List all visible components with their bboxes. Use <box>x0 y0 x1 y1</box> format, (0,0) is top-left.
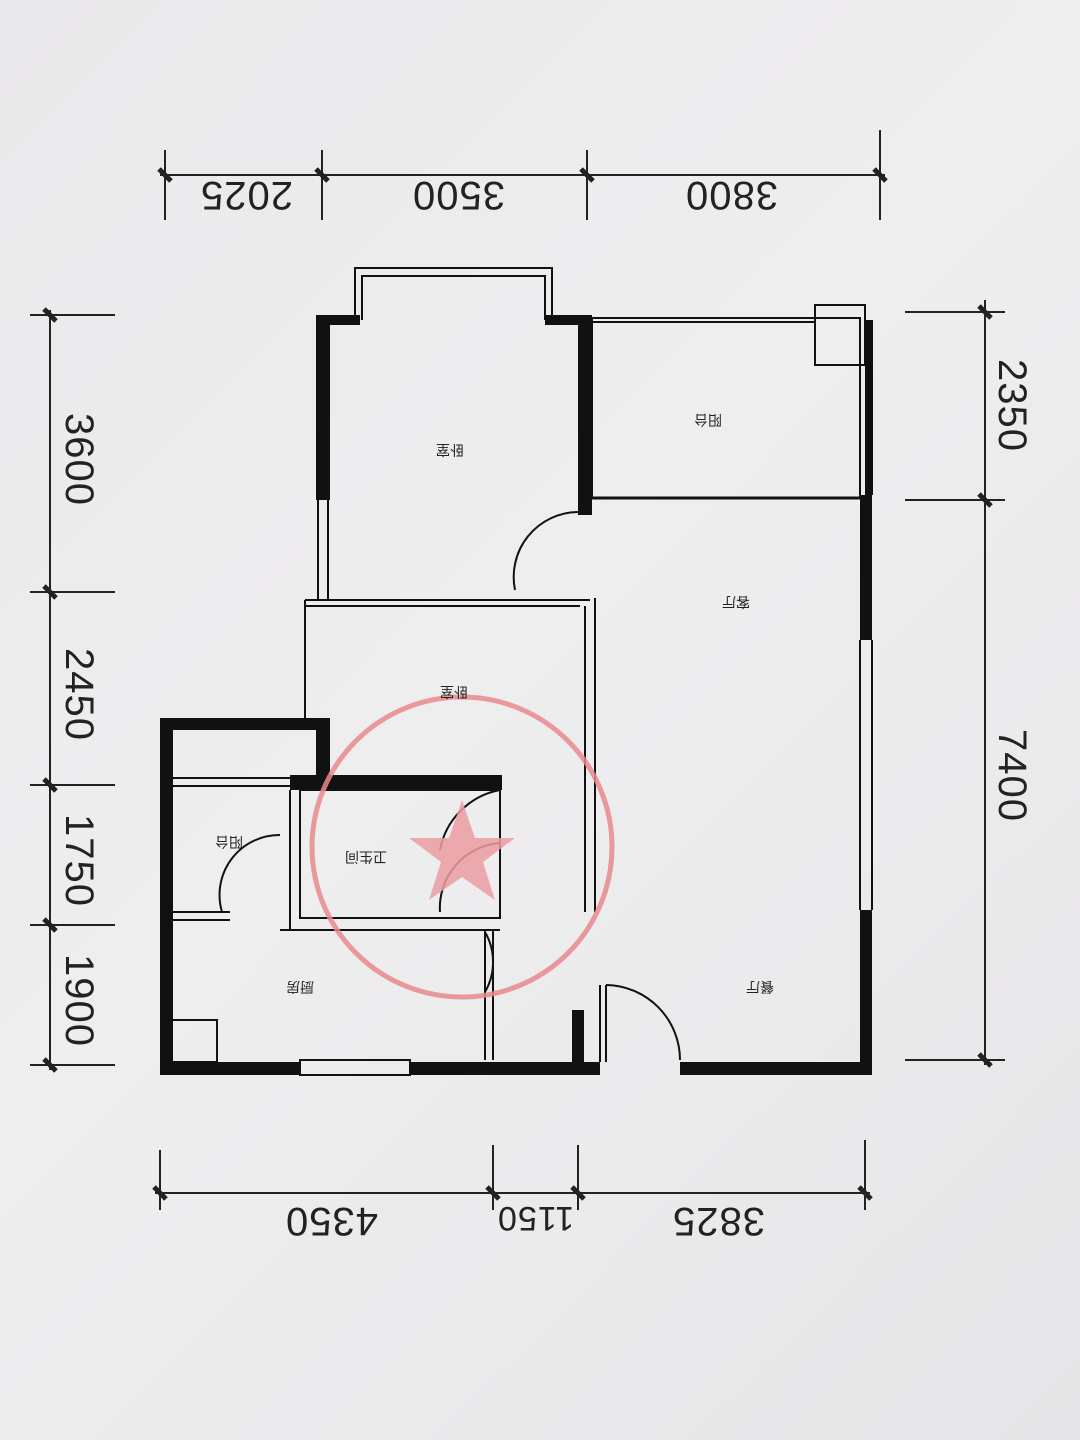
room-label-bedroom-main: 卧室 <box>436 441 464 457</box>
dimension-lines <box>30 130 1005 1210</box>
room-label-kitchen: 厨房 <box>286 978 314 994</box>
dim-left-3: 1750 <box>56 814 101 907</box>
room-label-living-room: 客厅 <box>722 593 750 609</box>
door-entrance <box>605 984 681 1061</box>
dim-right-2: 7400 <box>989 729 1034 822</box>
door-small-balcony <box>218 833 281 913</box>
walls <box>160 315 873 1075</box>
dim-top-3: 3800 <box>685 173 778 217</box>
room-label-balcony-small: 阳台 <box>215 833 243 849</box>
dim-top-1: 2025 <box>200 173 293 217</box>
dim-bottom-1: 4350 <box>285 1199 378 1243</box>
dimension-ticks <box>42 167 993 1201</box>
room-label-dining-room: 餐厅 <box>746 978 774 994</box>
dim-left-4: 1900 <box>56 954 101 1047</box>
dim-bottom-3: 3825 <box>672 1199 765 1243</box>
dim-left-2: 2450 <box>56 648 101 741</box>
partitions <box>171 267 873 1076</box>
room-label-bathroom: 卫生间 <box>345 848 387 864</box>
company-stamp <box>309 694 615 1000</box>
door-bedroom-main <box>512 511 579 591</box>
dim-top-2: 3500 <box>412 173 505 217</box>
dim-bottom-2: 1150 <box>497 1199 575 1237</box>
room-label-balcony-main: 阳台 <box>694 411 722 427</box>
dim-right-1: 2350 <box>989 359 1034 452</box>
dim-left-1: 3600 <box>56 413 101 506</box>
door-kitchen <box>484 931 495 993</box>
room-label-bedroom-second: 卧室 <box>440 683 468 699</box>
